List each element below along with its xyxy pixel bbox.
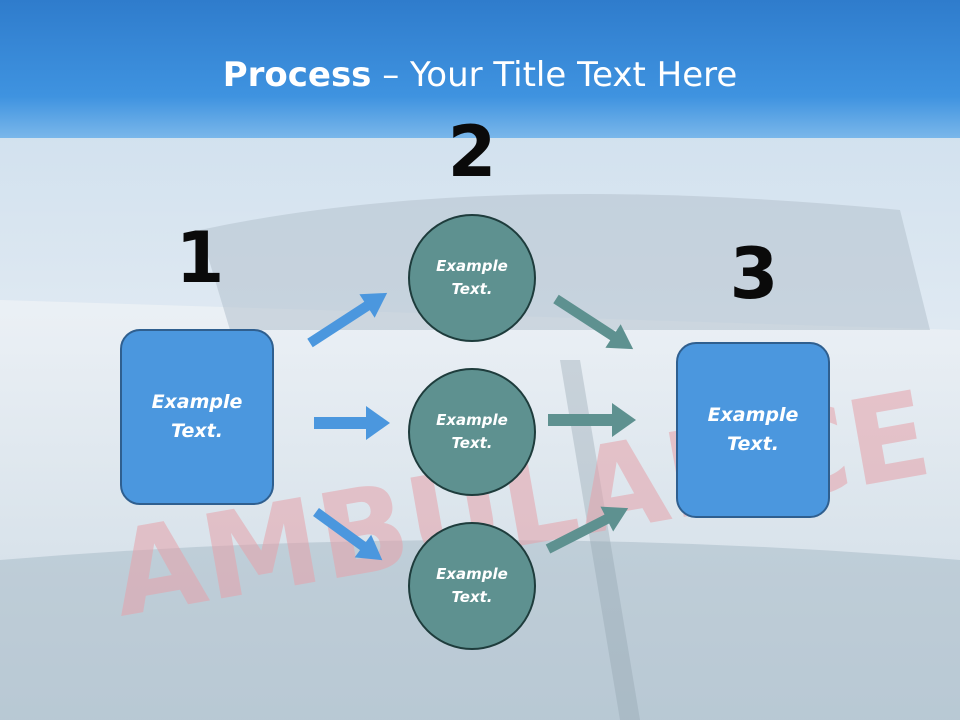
- title-bold: Process: [222, 55, 372, 95]
- node-left-box: Example Text.: [120, 329, 274, 505]
- node-right-box: Example Text.: [676, 342, 830, 518]
- title-rest: – Your Title Text Here: [371, 55, 738, 95]
- node-left-text: Example Text.: [151, 391, 243, 442]
- node-right-text: Example Text.: [707, 404, 799, 455]
- node-middle-circle: Example Text.: [408, 368, 536, 496]
- title-bar: [0, 0, 960, 138]
- step-number-1: 1: [175, 217, 225, 299]
- node-top-text: Example Text.: [436, 257, 508, 298]
- node-top-circle: Example Text.: [408, 214, 536, 342]
- slide-title: Process – Your Title Text Here: [0, 52, 960, 98]
- node-bottom-text: Example Text.: [436, 565, 508, 606]
- step-number-2: 2: [447, 111, 497, 193]
- node-bottom-circle: Example Text.: [408, 522, 536, 650]
- step-number-3: 3: [729, 233, 779, 315]
- node-middle-text: Example Text.: [436, 411, 508, 452]
